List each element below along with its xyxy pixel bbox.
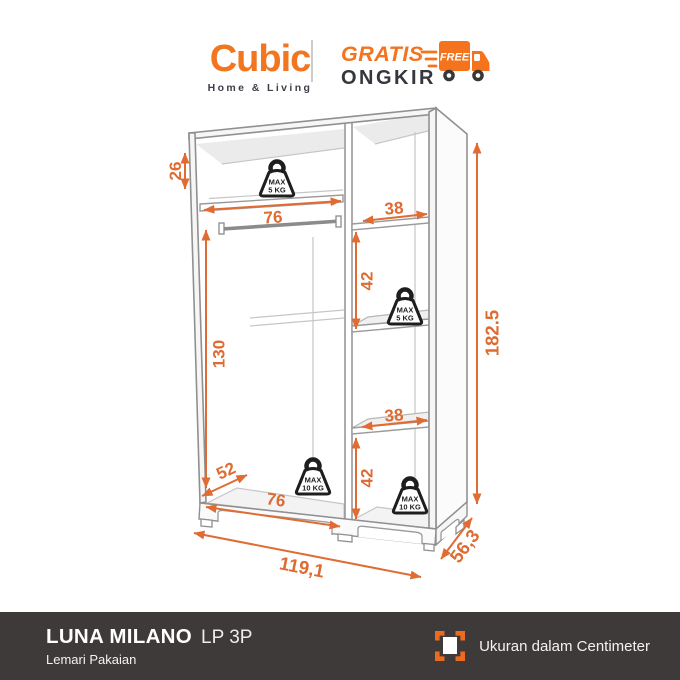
unit-note: Ukuran dalam Centimeter [479,637,650,655]
side-panel [435,106,468,531]
dim-shelf-width-lower: 38 [361,405,428,431]
svg-text:26: 26 [166,162,185,181]
ceiling-left [196,129,344,164]
svg-text:76: 76 [265,489,286,510]
svg-text:42: 42 [358,272,377,291]
dimension-annotations: 26 76 130 52 76 38 [166,142,503,582]
weight-limit-icon-top-shelf: MAX 5 KG [258,159,296,198]
svg-text:10 KG: 10 KG [399,503,421,512]
unit-note-group: Ukuran dalam Centimeter [435,631,650,661]
divider-panel [344,121,353,523]
svg-text:MAX: MAX [305,476,322,485]
rod-bracket-right [335,215,342,228]
header: Cubic Home & Living GRATIS ONGKIR FREE [0,0,680,100]
brand-logo: Cubic Home & Living [198,40,322,94]
svg-text:5 KG: 5 KG [268,186,286,195]
promo-gratis: GRATIS [341,42,424,66]
header-divider [311,40,313,82]
brand-name: Cubic [209,38,312,80]
truck-free-label: FREE [440,52,470,64]
rod-bracket-left [218,222,225,235]
right-panel-edge [428,106,437,530]
brand-tagline: Home & Living [207,82,313,94]
svg-text:MAX: MAX [397,306,414,315]
svg-text:38: 38 [384,405,405,426]
product-name: LUNA MILANO [46,625,193,648]
dim-hang-width-top: 76 [203,197,342,228]
ceiling-right [353,113,428,144]
promo-ongkir: ONGKIR [341,66,436,89]
svg-text:MAX: MAX [402,495,419,504]
front-leg-middle [337,533,353,543]
svg-text:42: 42 [358,469,377,488]
svg-text:76: 76 [263,207,283,227]
delivery-truck-icon: FREE [420,41,490,82]
dim-overall-height: 182.5 [472,142,503,505]
dim-shelf-gap-lower: 42 [351,437,377,520]
product-info: LUNA MILANO LP 3P Lemari Pakaian [46,625,252,667]
svg-text:10 KG: 10 KG [302,484,324,493]
footer-bar: LUNA MILANO LP 3P Lemari Pakaian Ukuran … [0,612,680,680]
svg-text:38: 38 [384,198,405,219]
front-leg-left [200,518,213,528]
dimension-frame-icon [435,631,466,661]
front-leg-right [423,542,435,552]
product-variant: LP 3P [201,627,253,648]
dim-shelf-gap-upper: 42 [351,231,377,330]
free-shipping-promo: GRATIS ONGKIR [341,42,436,89]
dim-top-section-height: 26 [166,152,190,190]
svg-text:MAX: MAX [269,178,286,187]
dim-shelf-width-top: 38 [362,198,428,225]
dim-hang-width-bottom: 76 [205,489,341,530]
hanging-rod [221,219,342,231]
dim-hang-height: 130 [201,229,229,489]
weight-limit-icon-bottom-right: MAX 10 KG [391,476,429,515]
svg-text:182.5: 182.5 [482,310,503,356]
svg-text:130: 130 [210,340,229,368]
weight-limit-icon-middle-shelf: MAX 5 KG [386,287,424,326]
weight-limit-icon-bottom-left: MAX 10 KG [294,457,332,496]
svg-text:5 KG: 5 KG [396,314,414,323]
product-category: Lemari Pakaian [46,652,137,667]
